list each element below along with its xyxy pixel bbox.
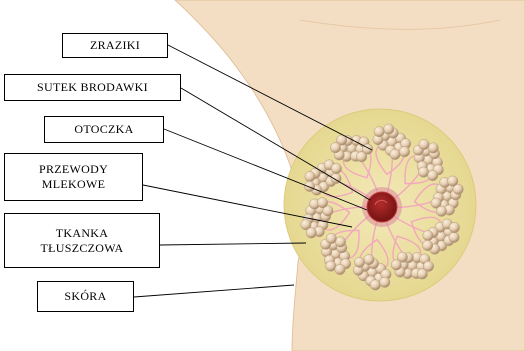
nipple	[367, 192, 397, 222]
label-tkanka-line2: TŁUSZCZOWA	[41, 241, 124, 256]
label-otoczka: OTOCZKA	[44, 116, 164, 143]
lobule	[428, 143, 438, 153]
lobule	[380, 277, 390, 287]
label-sutek-text: SUTEK BRODAWKI	[37, 80, 148, 95]
lobule	[418, 167, 428, 177]
lobule	[304, 181, 314, 191]
lobule	[326, 233, 336, 243]
lobule	[449, 232, 459, 242]
label-skora: SKÓRA	[37, 281, 134, 312]
lobule	[428, 170, 438, 180]
label-tkanka-tluszczowa: TKANKA TŁUSZCZOWA	[4, 213, 160, 268]
leader-tkanka	[160, 243, 306, 245]
lobule	[423, 261, 433, 271]
lobule	[449, 222, 459, 232]
lobule	[370, 280, 380, 290]
lobule	[364, 254, 374, 264]
lobule	[374, 127, 384, 137]
leader-skora	[134, 285, 294, 297]
lobule	[326, 261, 336, 271]
label-tkanka-line1: TKANKA	[56, 226, 108, 241]
lobule	[436, 206, 446, 216]
lobule	[419, 139, 429, 149]
label-skora-text: SKÓRA	[64, 289, 106, 304]
label-zraziki-text: ZRAZIKI	[90, 38, 140, 53]
label-przewody-mlekowe: PRZEWODY MLEKOWE	[4, 153, 143, 201]
lobule	[306, 228, 316, 238]
lobule	[354, 257, 364, 267]
lobule	[390, 149, 400, 159]
lobule	[384, 124, 394, 134]
lobule	[330, 143, 340, 153]
label-przewody-line1: PRZEWODY	[39, 162, 108, 177]
lobule	[305, 171, 315, 181]
label-przewody-line2: MLEKOWE	[42, 177, 105, 192]
lobule	[399, 147, 409, 157]
label-sutek-brodawki: SUTEK BRODAWKI	[4, 74, 181, 101]
lobule	[423, 230, 433, 240]
lobule	[317, 198, 327, 208]
lobule	[335, 264, 345, 274]
lobule	[448, 176, 458, 186]
lobule	[331, 163, 341, 173]
label-otoczka-text: OTOCZKA	[74, 122, 133, 137]
lobule	[422, 240, 432, 250]
label-zraziki: ZRAZIKI	[62, 33, 168, 58]
lobule	[335, 237, 345, 247]
lobule	[391, 260, 401, 270]
